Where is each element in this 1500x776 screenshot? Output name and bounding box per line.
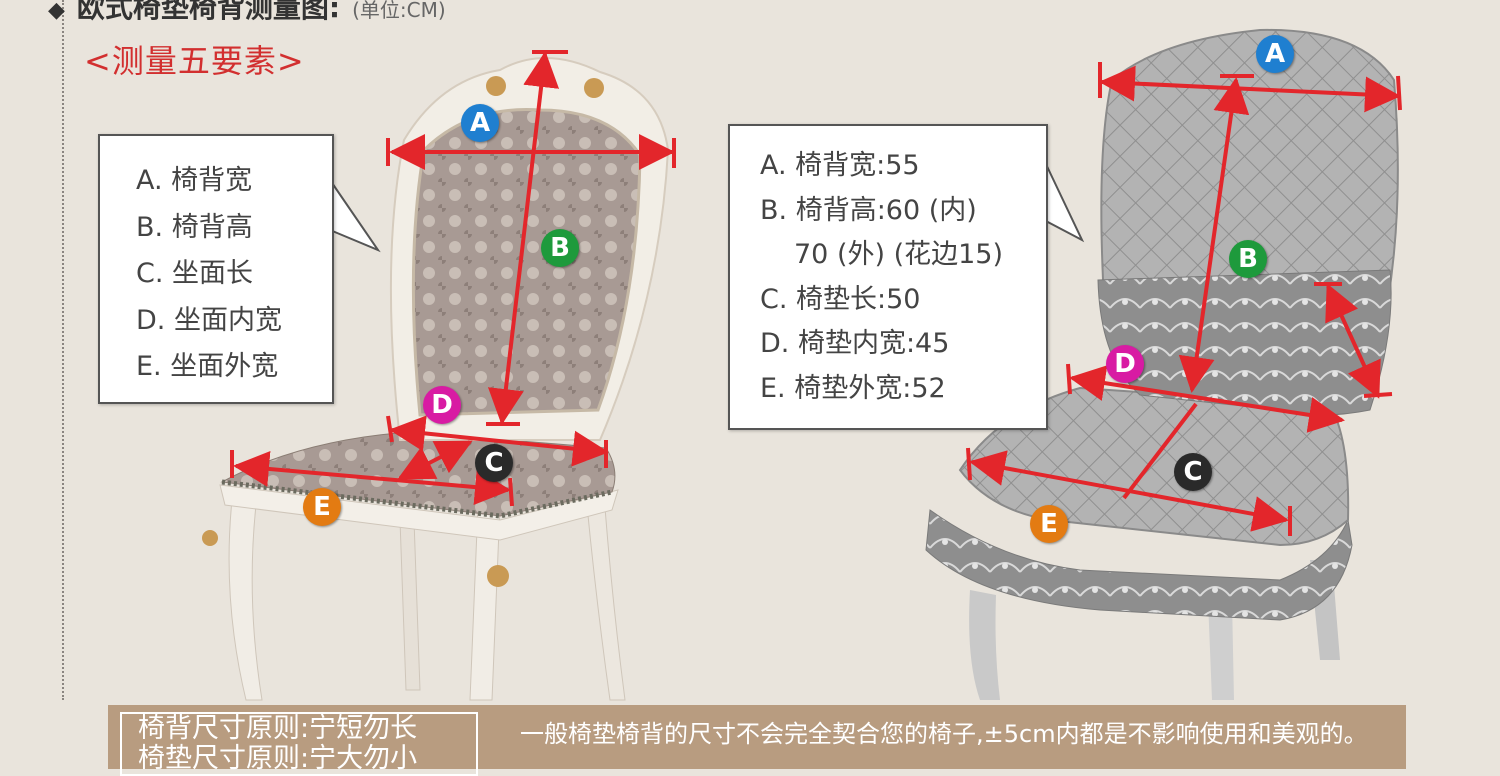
marker-a-left: A	[461, 104, 499, 142]
measure-item-e: E. 椅垫外宽:52	[760, 372, 946, 404]
marker-c-left: C	[475, 444, 513, 482]
header: ◆ 欧式椅垫椅背测量图: (单位:CM)	[48, 0, 446, 24]
marker-d-right: D	[1106, 345, 1144, 383]
marker-b-left: B	[541, 229, 579, 267]
footer-banner: 椅背尺寸原则:宁短勿长 椅垫尺寸原则:宁大勿小 一般椅垫椅背的尺寸不会完全契合您…	[108, 705, 1406, 776]
left-arrows	[230, 50, 676, 507]
marker-c-right: C	[1174, 453, 1212, 491]
measure-item-b-outer: 70 (外) (花边15)	[794, 239, 1004, 270]
measure-item-b: B. 椅背高:60 (内)	[760, 194, 977, 226]
legend-item-c: C. 坐面长	[136, 258, 254, 289]
legend-item-b: B. 椅背高	[136, 211, 253, 243]
size-principles-box: 椅背尺寸原则:宁短勿长 椅垫尺寸原则:宁大勿小	[120, 712, 478, 776]
subtitle: <测量五要素>	[84, 42, 305, 80]
measure-item-d: D. 椅垫内宽:45	[760, 328, 950, 359]
marker-e-right: E	[1030, 505, 1068, 543]
left-legend-callout: A. 椅背宽 B. 椅背高 C. 坐面长 D. 坐面内宽 E. 坐面外宽	[98, 134, 334, 404]
measure-item-c: C. 椅垫长:50	[760, 283, 921, 315]
legend-item-a: A. 椅背宽	[136, 165, 253, 196]
page-title: 欧式椅垫椅背测量图:	[76, 0, 341, 24]
footer-note: 一般椅垫椅背的尺寸不会完全契合您的椅子,±5cm内都是不影响使用和美观的。	[520, 720, 1368, 748]
right-arrows	[966, 62, 1402, 536]
marker-a-right: A	[1256, 35, 1294, 73]
right-measurements-callout: A. 椅背宽:55 B. 椅背高:60 (内) 70 (外) (花边15) C.…	[728, 124, 1048, 430]
marker-e-left: E	[303, 488, 341, 526]
marker-b-right: B	[1229, 240, 1267, 278]
measure-item-a: A. 椅背宽:55	[760, 150, 920, 181]
rule-cushion: 椅垫尺寸原则:宁大勿小	[138, 743, 418, 774]
legend-item-d: D. 坐面内宽	[136, 304, 282, 336]
legend-item-e: E. 坐面外宽	[136, 351, 279, 382]
diamond-bullet-icon: ◆	[48, 0, 65, 23]
marker-d-left: D	[423, 386, 461, 424]
rule-back: 椅背尺寸原则:宁短勿长	[138, 713, 418, 744]
dotted-divider	[62, 0, 64, 700]
unit-label: (单位:CM)	[352, 0, 446, 22]
